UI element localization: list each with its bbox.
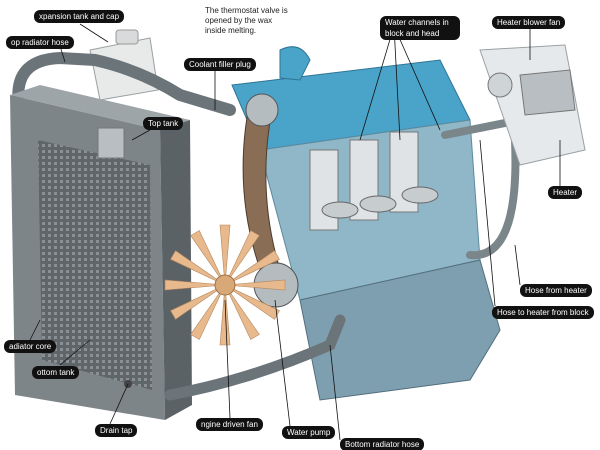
label-engine-driven-fan: ngine driven fan: [196, 418, 263, 431]
label-drain-tap: Drain tap: [95, 424, 138, 437]
thermostat-note: The thermostat valve is opened by the wa…: [205, 6, 315, 36]
sump-shape: [299, 259, 501, 401]
label-hose-to-heater: Hose to heater from block: [492, 306, 594, 319]
thermostat-note-line-1: The thermostat valve is: [205, 6, 288, 15]
leader-lines: [29, 23, 561, 441]
engine-block-shape: [231, 46, 481, 301]
label-bottom-tank: ottom tank: [32, 366, 80, 379]
label-heater: Heater: [548, 186, 583, 199]
top-radiator-hose-shape: [12, 51, 236, 116]
label-coolant-filler-plug: Coolant filler plug: [184, 58, 256, 71]
label-radiator-core: adiator core: [4, 340, 57, 353]
engine-fan-shape: [164, 224, 286, 346]
label-top-tank: Top tank: [143, 117, 184, 130]
thermostat-note-line-3: inside melting.: [205, 26, 257, 35]
label-top-radiator-hose: op radiator hose: [6, 36, 74, 49]
label-water-pump: Water pump: [282, 426, 336, 439]
label-hose-from-heater: Hose from heater: [520, 284, 592, 297]
bottom-radiator-hose-shape: [164, 314, 346, 401]
thermostat-note-line-2: opened by the wax: [205, 16, 273, 25]
radiator-shape: [10, 85, 192, 420]
label-water-channels: Water channels in block and head: [380, 16, 460, 40]
label-heater-blower-fan: Heater blower fan: [492, 16, 566, 29]
label-expansion-tank: xpansion tank and cap: [34, 10, 125, 23]
heater-shape: [479, 44, 586, 166]
label-bottom-radiator-hose: Bottom radiator hose: [340, 438, 425, 450]
